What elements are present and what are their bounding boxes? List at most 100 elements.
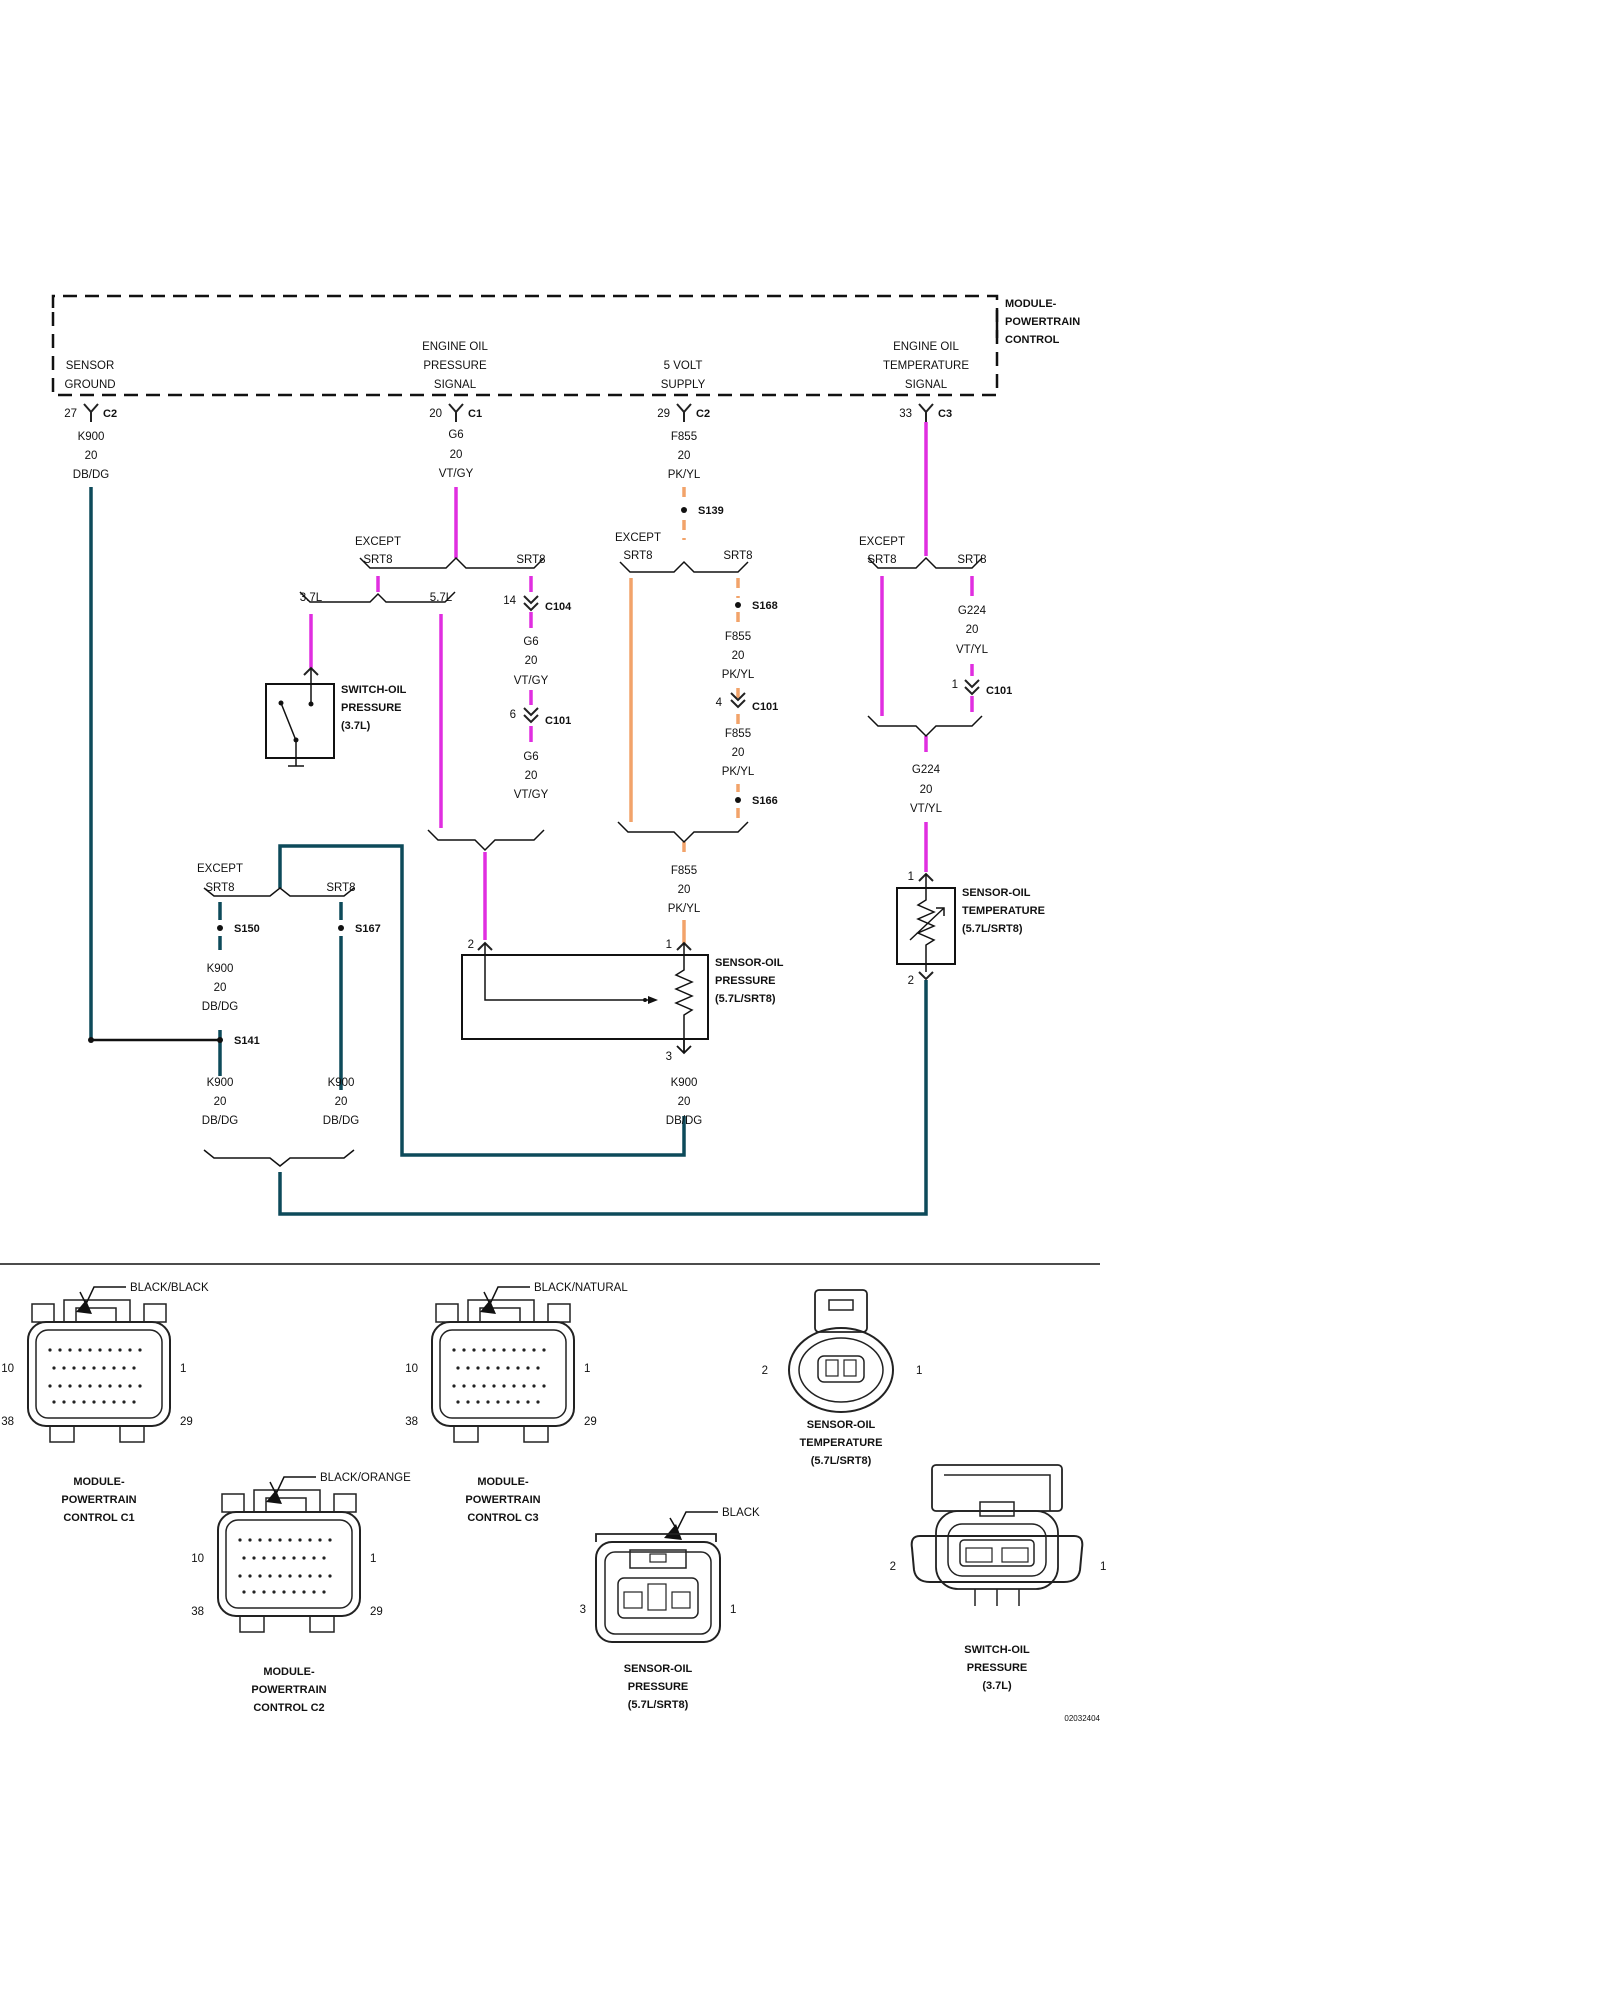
temp-face-label-2: TEMPERATURE	[800, 1437, 883, 1449]
splice-s139: S139	[698, 505, 724, 517]
wire-g6-gauge: 20	[450, 449, 463, 461]
wire-g224-srt8-circuit: G224	[958, 605, 987, 617]
wire-g6-color: VT/GY	[439, 468, 474, 480]
wire-g6-c104-circuit: G6	[523, 636, 538, 648]
wire-f855-c101-circuit: F855	[725, 728, 751, 740]
wire-g224-color: VT/YL	[910, 803, 943, 815]
wire-f855-c101-color: PK/YL	[722, 766, 755, 778]
label-37l: 3.7L	[300, 592, 323, 604]
sensor-temp-label-1: SENSOR-OIL	[962, 887, 1031, 899]
pin-number-27: 27	[64, 408, 77, 420]
wire-k900-s150-gauge: 20	[214, 982, 227, 994]
press-face-label-1: SENSOR-OIL	[624, 1663, 693, 1675]
pcm-module: MODULE- POWERTRAIN CONTROL SENSOR GROUND…	[51, 294, 1080, 397]
press-face-label-3: (5.7L/SRT8)	[628, 1699, 689, 1711]
splice-s150-dot	[217, 925, 223, 931]
pcm-c2-p38: 38	[191, 1606, 204, 1618]
pcm-c3-p10: 10	[405, 1363, 418, 1375]
sensor-temp-pin-1: 1	[908, 871, 914, 883]
pcm-c1-p38: 38	[1, 1416, 14, 1428]
splice-s168-dot	[735, 602, 741, 608]
pcm-c2-label-3: CONTROL C2	[253, 1702, 324, 1714]
wire-k900-sensor-circuit: K900	[671, 1077, 698, 1089]
temp-face-label-1: SENSOR-OIL	[807, 1419, 876, 1431]
splice-s167-dot	[338, 925, 344, 931]
sensor-temp-pin-2: 2	[908, 975, 914, 987]
wire-k900-s167-color: DB/DG	[323, 1115, 359, 1127]
wire-k900-s167-gauge: 20	[335, 1096, 348, 1108]
wire-k900-sensor-gauge: 20	[678, 1096, 691, 1108]
press-face-label-2: PRESSURE	[628, 1681, 689, 1693]
wire-f855-gauge: 20	[678, 450, 691, 462]
pcm-c3-p29: 29	[584, 1416, 597, 1428]
wire-labels: K900 20 DB/DG G6 20 VT/GY F855 20 PK/YL …	[73, 429, 989, 1127]
wire-f855-s168-circuit: F855	[725, 631, 751, 643]
wire-g6-circuit: G6	[448, 429, 463, 441]
sensor-press-label-1: SENSOR-OIL	[715, 957, 784, 969]
switch-label-3: (3.7L)	[341, 720, 371, 732]
splice-s141: S141	[234, 1035, 260, 1047]
pin-label-5v-2: SUPPLY	[661, 379, 706, 391]
wire-g224-circuit: G224	[912, 764, 941, 776]
connector-view-pcm-c2: BLACK/ORANGE 10 1 38 29 MODULE- POWERTRA…	[191, 1472, 411, 1714]
wire-k900-s141-circuit: K900	[207, 1077, 234, 1089]
wire-k900-sensor-color: DB/DG	[666, 1115, 702, 1127]
branch-labels: EXCEPT SRT8 SRT8 3.7L 5.7L EXCEPT SRT8 S…	[197, 532, 987, 894]
sensor-press-pin-1: 1	[666, 939, 672, 951]
switch-oil-pressure: SWITCH-OIL PRESSURE (3.7L)	[265, 666, 407, 767]
wire-f855-c101-gauge: 20	[732, 747, 745, 759]
pcm-c1-label-3: CONTROL C1	[63, 1512, 134, 1524]
pcm-c3-label-3: CONTROL C3	[467, 1512, 538, 1524]
pcm-c1-p10: 10	[1, 1363, 14, 1375]
pcm-c1-p29: 29	[180, 1416, 193, 1428]
pcm-c3-label-2: POWERTRAIN	[465, 1494, 540, 1506]
pcm-c2-color: BLACK/ORANGE	[320, 1472, 411, 1484]
pcm-c3-color: BLACK/NATURAL	[534, 1282, 628, 1294]
c101-f855-pin: 4	[716, 697, 723, 709]
splice-dot-left	[88, 1037, 94, 1043]
splice-s166-dot	[735, 797, 741, 803]
switch-label-1: SWITCH-OIL	[341, 684, 407, 696]
splice-s168: S168	[752, 600, 778, 612]
switch-face-label-1: SWITCH-OIL	[964, 1644, 1030, 1656]
pin-label-oil-temp-3: SIGNAL	[905, 379, 948, 391]
wire-f855-circuit: F855	[671, 431, 697, 443]
label-srt8-g224-except: SRT8	[867, 554, 896, 566]
switch-face-label-2: PRESSURE	[967, 1662, 1028, 1674]
wire-g224-srt8-color: VT/YL	[956, 644, 989, 656]
c101-g224-pin: 1	[952, 679, 958, 691]
pin-number-33: 33	[899, 408, 912, 420]
wire-k900-temp-return	[278, 980, 928, 1216]
pin-number-29: 29	[657, 408, 670, 420]
connector-view-pcm-c1: BLACK/BLACK 10 1 38 29 MODULE- POWERTRAI…	[1, 1282, 209, 1524]
pin-label-oil-temp-2: TEMPERATURE	[883, 360, 969, 372]
wire-k900-s141-gauge: 20	[214, 1096, 227, 1108]
label-srt8-k900: SRT8	[326, 882, 355, 894]
pcm-c3-p1: 1	[584, 1363, 590, 1375]
splice-s139-dot	[681, 507, 687, 513]
wire-f855-sensor-circuit: F855	[671, 865, 697, 877]
pin-label-oil-pressure-3: SIGNAL	[434, 379, 477, 391]
splices: S139 S168 S166 S150 S167 S141	[88, 505, 778, 1047]
connector-view-press-sensor: BLACK 3 1 SENSOR-OIL PRESSURE (5.7L/SRT8…	[580, 1507, 760, 1711]
pin-label-sensor-ground-2: GROUND	[64, 379, 115, 391]
pcm-c3-p38: 38	[405, 1416, 418, 1428]
connector-view-temp-sensor: 2 1 SENSOR-OIL TEMPERATURE (5.7L/SRT8)	[762, 1289, 922, 1467]
c101-g6-pin: 6	[510, 709, 516, 721]
pin-conn-c3: C3	[938, 408, 952, 420]
c101-g224-name: C101	[986, 685, 1012, 697]
pcm-c2-p1: 1	[370, 1553, 376, 1565]
sensor-press-label-3: (5.7L/SRT8)	[715, 993, 776, 1005]
wire-g6-c101-circuit: G6	[523, 751, 538, 763]
pcm-c2-p10: 10	[191, 1553, 204, 1565]
label-except-g6: EXCEPT	[355, 536, 401, 548]
label-except-g224: EXCEPT	[859, 536, 905, 548]
label-except-f855: EXCEPT	[615, 532, 661, 544]
c101-f855-name: C101	[752, 701, 778, 713]
splice-s166: S166	[752, 795, 778, 807]
label-srt8-k900-except: SRT8	[205, 882, 234, 894]
wire-g6-c101-color: VT/GY	[514, 789, 549, 801]
wire-f855-s168-gauge: 20	[732, 650, 745, 662]
wire-k900-s150-color: DB/DG	[202, 1001, 238, 1013]
c101-g6-name: C101	[545, 715, 571, 727]
